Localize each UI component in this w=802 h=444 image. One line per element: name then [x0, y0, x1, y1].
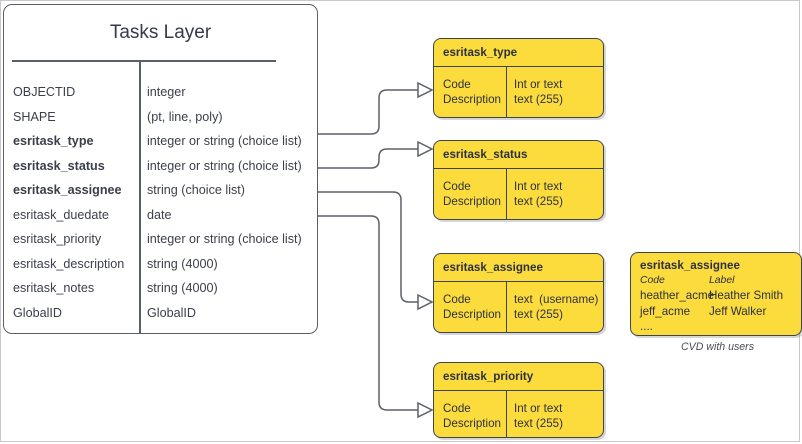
- arrowhead-type: [417, 81, 434, 99]
- domain-box-esritask-status[interactable]: esritask_status Code Description Int or …: [433, 140, 604, 220]
- table-row[interactable]: esritask_priority integer or string (cho…: [4, 232, 317, 257]
- cvd-header-code: Code: [640, 275, 665, 286]
- field-type: integer or string (choice list): [147, 232, 302, 246]
- domain-column-divider: [506, 390, 508, 437]
- field-type: integer or string (choice list): [147, 158, 302, 173]
- tasks-layer-entity[interactable]: Tasks Layer OBJECTID integer SHAPE (pt, …: [3, 4, 318, 334]
- cvd-label-values: Heather Smith Jeff Walker: [709, 289, 784, 318]
- domain-field-types: Int or text text (255): [514, 402, 563, 430]
- cvd-caption: CVD with users: [681, 341, 754, 353]
- field-type: integer or string (choice list): [147, 134, 302, 148]
- field-name: esritask_description: [13, 256, 125, 271]
- domain-header-divider: [434, 66, 603, 68]
- field-name: esritask_status: [13, 158, 105, 173]
- connector-type: [318, 89, 418, 135]
- domain-header-divider: [434, 390, 603, 392]
- field-type: integer: [147, 85, 186, 99]
- field-type: date: [147, 207, 172, 222]
- table-row[interactable]: GlobalID GlobalID: [4, 306, 317, 331]
- domain-field-types: Int or text text (255): [514, 180, 563, 208]
- arrowhead-status: [417, 140, 434, 158]
- connector-priority: [318, 215, 418, 411]
- domain-header-divider: [434, 281, 603, 283]
- table-row[interactable]: esritask_assignee string (choice list): [4, 183, 317, 208]
- table-row[interactable]: SHAPE (pt, line, poly): [4, 110, 317, 135]
- entity-field-list: OBJECTID integer SHAPE (pt, line, poly) …: [4, 85, 317, 330]
- field-name: SHAPE: [13, 109, 56, 124]
- entity-title: Tasks Layer: [109, 22, 212, 43]
- domain-box-esritask-assignee[interactable]: esritask_assignee Code Description text …: [433, 253, 604, 333]
- domain-title: esritask_assignee: [443, 261, 543, 274]
- domain-column-divider: [506, 281, 508, 332]
- field-name: esritask_type: [13, 134, 94, 148]
- domain-field-names: Code Description: [443, 402, 501, 430]
- entity-header-divider: [12, 60, 276, 62]
- field-name: GlobalID: [13, 305, 62, 320]
- domain-box-esritask-type[interactable]: esritask_type Code Description Int or te…: [433, 38, 604, 118]
- cvd-header-label: Label: [709, 275, 735, 286]
- field-name: esritask_priority: [13, 232, 102, 246]
- field-type: string (choice list): [147, 183, 245, 197]
- domain-field-names: Code Description: [443, 293, 501, 321]
- domain-column-divider: [506, 66, 508, 117]
- domain-field-types: text (username) text (255): [514, 293, 599, 321]
- table-row[interactable]: esritask_type integer or string (choice …: [4, 134, 317, 159]
- cvd-title: esritask_assignee: [640, 259, 740, 272]
- table-row[interactable]: OBJECTID integer: [4, 85, 317, 110]
- field-name: OBJECTID: [13, 85, 76, 99]
- connector-status: [318, 148, 418, 169]
- domain-column-divider: [506, 168, 508, 219]
- field-name: esritask_duedate: [13, 207, 109, 222]
- domain-title: esritask_type: [443, 46, 518, 59]
- connector-assignee: [318, 191, 418, 303]
- domain-header-divider: [434, 168, 603, 170]
- field-name: esritask_notes: [13, 281, 95, 295]
- arrowhead-assignee: [417, 293, 434, 311]
- domain-field-types: Int or text text (255): [514, 78, 563, 106]
- domain-title: esritask_priority: [443, 370, 534, 383]
- domain-field-names: Code Description: [443, 78, 501, 106]
- domain-field-names: Code Description: [443, 180, 501, 208]
- table-row[interactable]: esritask_status integer or string (choic…: [4, 159, 317, 184]
- table-row[interactable]: esritask_duedate date: [4, 208, 317, 233]
- table-row[interactable]: esritask_description string (4000): [4, 257, 317, 282]
- table-row[interactable]: esritask_notes string (4000): [4, 281, 317, 306]
- field-type: (pt, line, poly): [147, 109, 223, 124]
- domain-title: esritask_status: [443, 148, 528, 161]
- field-type: GlobalID: [147, 305, 196, 320]
- cvd-code-values: heather_acme jeff_acme ....: [640, 289, 715, 333]
- domain-box-esritask-priority[interactable]: esritask_priority Code Description Int o…: [433, 362, 604, 438]
- arrowhead-priority: [417, 401, 434, 419]
- field-name: esritask_assignee: [13, 183, 122, 197]
- field-type: string (4000): [147, 281, 218, 295]
- entity-column-divider: [139, 62, 141, 333]
- cvd-sample-box[interactable]: esritask_assignee Code Label heather_acm…: [630, 252, 802, 336]
- field-type: string (4000): [147, 256, 218, 271]
